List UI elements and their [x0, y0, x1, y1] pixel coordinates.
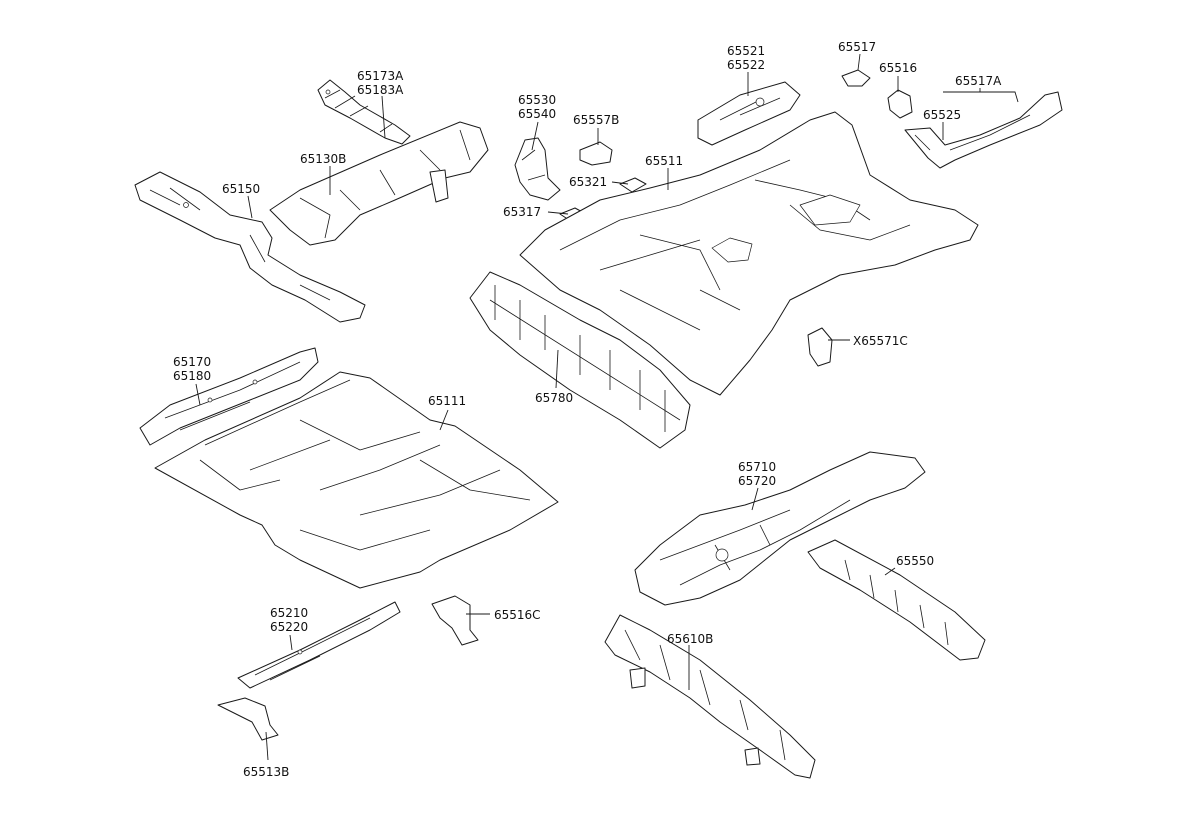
part-65516C-bracket[interactable]	[431, 595, 479, 646]
label-65720: 65720	[738, 474, 776, 488]
part-65710-rear-side-member[interactable]	[634, 451, 926, 606]
part-65780-cross-member[interactable]	[469, 271, 691, 449]
part-65550-member[interactable]	[807, 539, 986, 661]
label-65557B: 65557B	[573, 113, 619, 127]
part-65210-member[interactable]	[237, 601, 401, 689]
part-65557B-bracket[interactable]	[579, 141, 613, 166]
part-labels: 65173A 65183A 65130B 65150 65530 65540 6…	[173, 40, 1002, 779]
label-65540: 65540	[518, 107, 556, 121]
leader-lines	[195, 53, 1019, 761]
part-65150-cross-member[interactable]	[134, 171, 366, 323]
label-65170: 65170	[173, 355, 211, 369]
label-65550: 65550	[896, 554, 934, 568]
part-65173A-bracket[interactable]	[317, 79, 411, 145]
part-X65571C-bracket[interactable]	[807, 327, 833, 367]
label-65780: 65780	[535, 391, 573, 405]
part-65111-front-floor-panel[interactable]	[154, 371, 559, 589]
label-65517A: 65517A	[955, 74, 1002, 88]
label-X65571C: X65571C	[853, 334, 908, 348]
label-65180: 65180	[173, 369, 211, 383]
label-65220: 65220	[270, 620, 308, 634]
label-65321: 65321	[569, 175, 607, 189]
part-65517-bracket[interactable]	[841, 69, 871, 87]
label-65511: 65511	[645, 154, 683, 168]
label-65183A: 65183A	[357, 83, 404, 97]
label-65317: 65317	[503, 205, 541, 219]
label-65517: 65517	[838, 40, 876, 54]
label-65516C: 65516C	[494, 608, 541, 622]
label-65710: 65710	[738, 460, 776, 474]
label-65150: 65150	[222, 182, 260, 196]
part-65516-bracket[interactable]	[887, 89, 913, 119]
label-65525: 65525	[923, 108, 961, 122]
part-65130B-side-member[interactable]	[269, 121, 489, 246]
label-65210: 65210	[270, 606, 308, 620]
label-65521: 65521	[727, 44, 765, 58]
label-65130B: 65130B	[300, 152, 346, 166]
label-65516: 65516	[879, 61, 917, 75]
part-65321-plate[interactable]	[619, 177, 647, 193]
part-65530-bracket[interactable]	[514, 137, 561, 201]
part-65511-rear-floor-panel[interactable]	[519, 111, 979, 396]
part-65610B-member[interactable]	[604, 614, 816, 779]
label-65522: 65522	[727, 58, 765, 72]
label-65173A: 65173A	[357, 69, 404, 83]
label-65513B: 65513B	[243, 765, 289, 779]
part-65170-side-sill[interactable]	[139, 347, 319, 446]
part-65513B-bracket[interactable]	[217, 697, 279, 741]
label-65111: 65111	[428, 394, 466, 408]
part-65517A-member[interactable]	[904, 91, 1063, 169]
label-65610B: 65610B	[667, 632, 713, 646]
part-65521-panel[interactable]	[697, 81, 801, 146]
label-65530: 65530	[518, 93, 556, 107]
